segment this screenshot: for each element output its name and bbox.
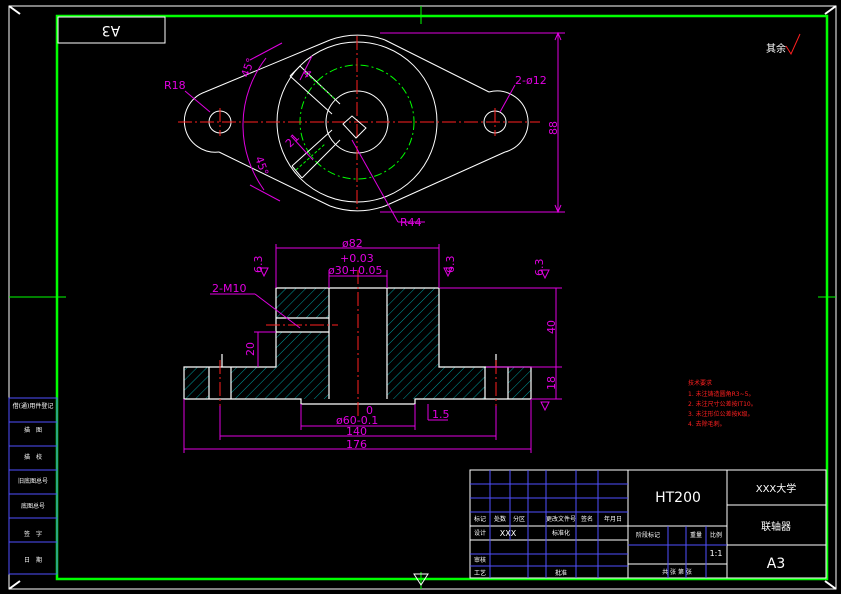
university: XXX大学	[756, 482, 797, 495]
tech-note-2: 2. 未注尺寸公差按IT10。	[688, 400, 757, 408]
dim-2-holes: 2-ø12	[515, 74, 547, 87]
stamp-6: 签 字	[24, 530, 42, 538]
dim-1-5: 1.5	[432, 408, 450, 421]
dim-140: 140	[346, 425, 367, 438]
h-date: 年月日	[604, 515, 622, 523]
dim-82: ø82	[342, 237, 363, 250]
title-block: 标记 处数 分区 更改文件号 签名 年月日 设计 XXX 标准化 审核 工艺 批…	[469, 469, 827, 579]
weight-label: 重量	[690, 531, 702, 539]
process-label: 工艺	[474, 569, 486, 577]
dim-tol-lower: 0	[366, 404, 373, 417]
dim-r18: R18	[164, 79, 186, 92]
surface-mark-label: 其余	[766, 42, 786, 55]
sheet-size: A3	[767, 556, 785, 572]
dim-angle-45-bottom: 45°	[252, 155, 271, 178]
standard-label: 标准化	[552, 529, 570, 537]
centering-arrow	[413, 573, 429, 586]
h-sign: 签名	[581, 515, 593, 523]
stamp-4: 旧底图总号	[18, 477, 48, 485]
dim-40: 40	[545, 320, 558, 334]
designer: XXX	[500, 529, 517, 538]
dim-angle-45-top: 45°	[239, 56, 258, 79]
dim-r44: R44	[400, 216, 422, 229]
scale-label: 比例	[710, 531, 722, 539]
dim-thread: 2-M10	[212, 282, 246, 295]
roughness-1: 6.3	[252, 256, 265, 274]
scale-value: 1:1	[710, 549, 723, 558]
centering-marks	[9, 6, 836, 589]
drawing-frame	[55, 14, 829, 581]
dim-tol-upper: +0.03	[340, 252, 374, 265]
dim-18: 18	[545, 376, 558, 390]
corner-marks	[8, 5, 837, 590]
dim-bore: ø30+0.05	[328, 264, 382, 277]
stage-label: 阶段标记	[636, 531, 660, 539]
dim-60: ø60-0.1	[336, 414, 378, 427]
dim-176: 176	[346, 438, 367, 451]
stamp-5: 底图总号	[21, 502, 45, 510]
dim-20: 20	[244, 342, 257, 356]
roughness-3: 6.3	[533, 259, 546, 277]
dim-88: 88	[547, 121, 560, 135]
format-stamp: A3	[102, 22, 120, 38]
left-stamp-column: 借(通)用件登记 描 图 描 校 旧底图总号 底图总号 签 字 日 期	[8, 397, 58, 575]
h-zone: 分区	[513, 515, 525, 523]
approve-label: 批准	[555, 569, 567, 577]
stamp-2: 描 图	[24, 426, 42, 434]
tech-note-1: 1. 未注铸造圆角R3~5。	[688, 390, 754, 398]
top-view: R18 2-ø12 88 R44 45° 45° 21 4	[164, 31, 565, 229]
tech-notes-title: 技术要求	[688, 379, 712, 387]
format-stamp-box	[57, 16, 166, 44]
stamp-7: 日 期	[24, 556, 42, 564]
roughness-2: 6.3	[444, 256, 457, 274]
dim-4: 4	[300, 67, 314, 81]
sheets-label: 共 张 第 张	[662, 568, 692, 576]
dim-21: 21	[283, 131, 302, 150]
h-count: 处数	[494, 515, 506, 523]
technical-notes: 技术要求 1. 未注铸造圆角R3~5。 2. 未注尺寸公差按IT10。 3. 未…	[688, 379, 757, 428]
stamp-1: 借(通)用件登记	[13, 402, 54, 410]
review-label: 审核	[474, 556, 486, 564]
roughness-symbol	[785, 33, 801, 56]
tech-note-4: 4. 去除毛刺。	[688, 420, 726, 428]
tech-note-3: 3. 未注形位公差按K级。	[688, 410, 754, 418]
material: HT200	[655, 490, 701, 506]
h-mark: 标记	[474, 515, 486, 523]
stamp-3: 描 校	[24, 453, 42, 461]
front-view: ø82 +0.03 ø30+0.05 2-M10 0 ø60-0.1 1.5 1…	[183, 237, 562, 453]
part-name: 联轴器	[761, 520, 791, 533]
design-label: 设计	[474, 529, 486, 537]
h-change-doc: 更改文件号	[546, 515, 576, 523]
